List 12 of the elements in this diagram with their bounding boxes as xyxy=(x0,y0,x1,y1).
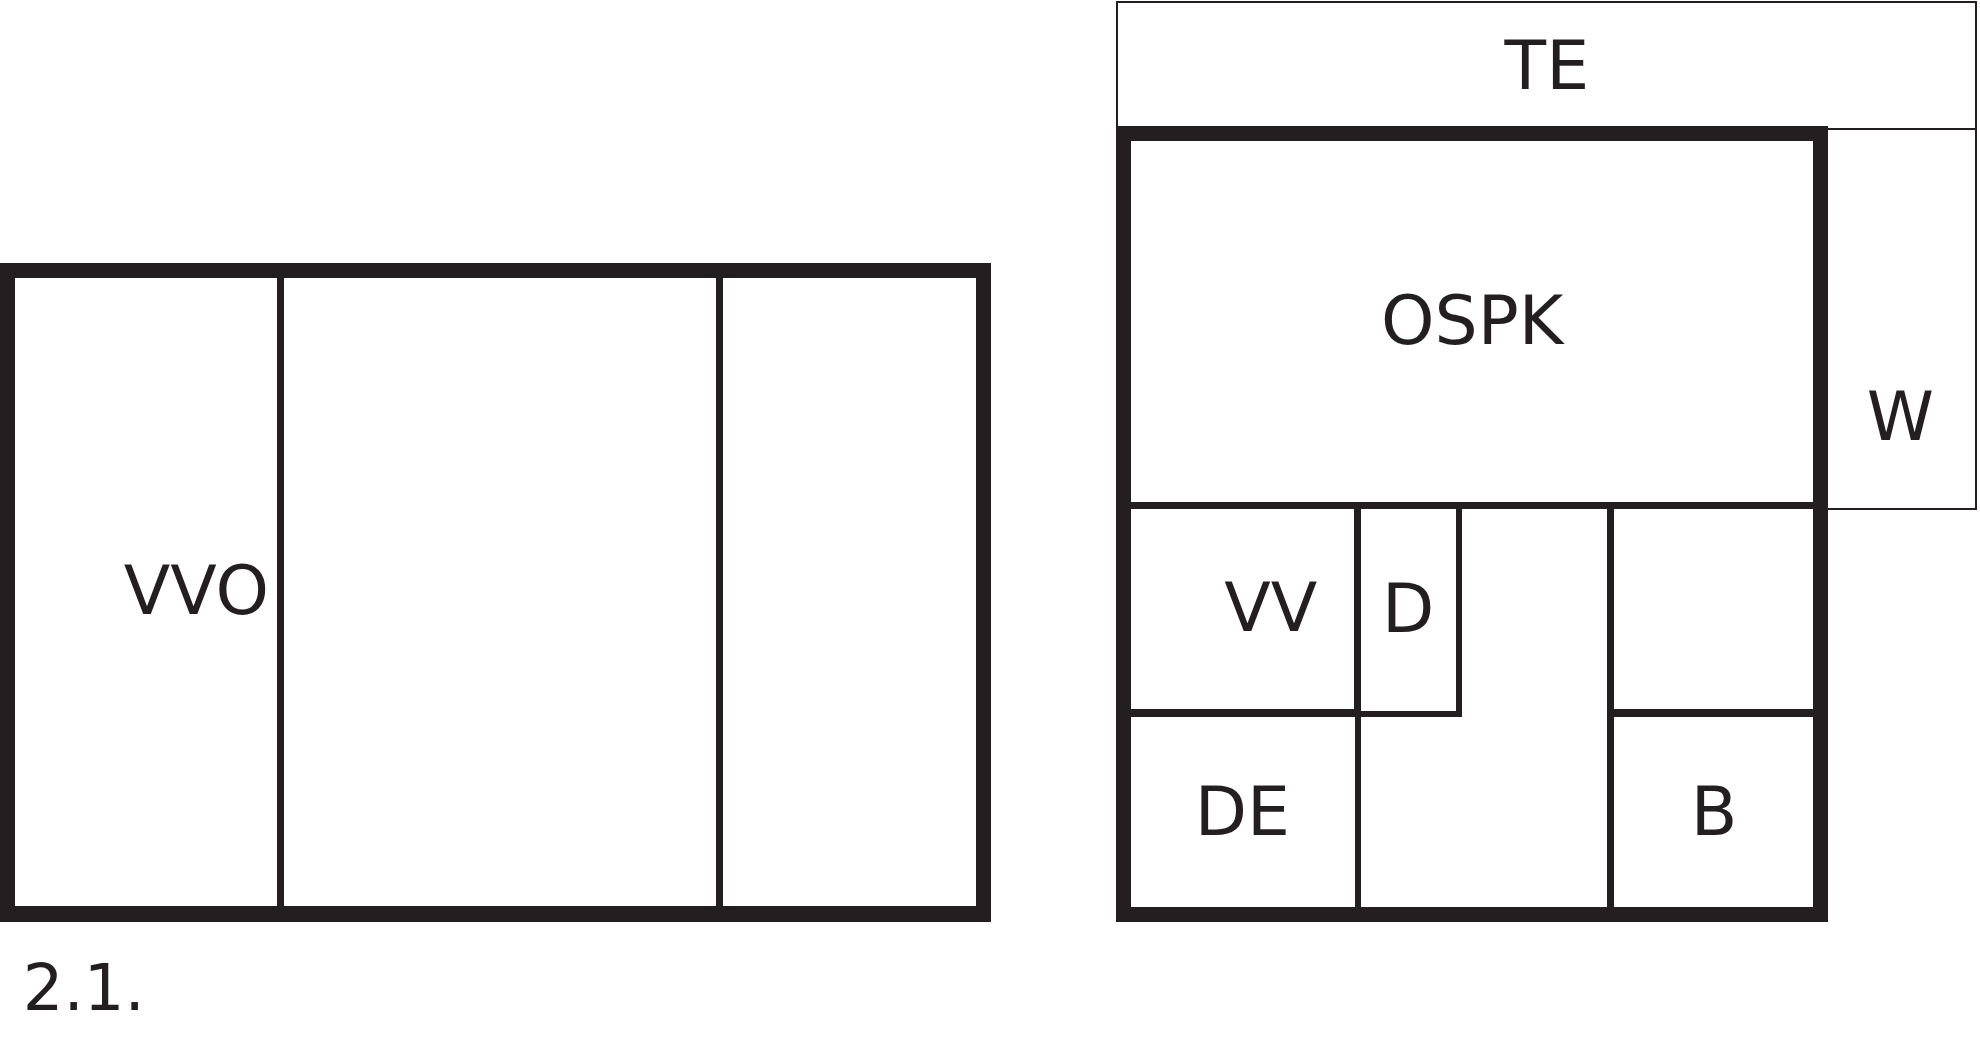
zone-box xyxy=(1116,1,1978,131)
room-label: B xyxy=(1690,778,1738,847)
room-label: TE xyxy=(1504,31,1590,100)
room-label: D xyxy=(1381,575,1435,644)
frame-box xyxy=(1116,126,1829,922)
room-label: VVO xyxy=(123,556,270,625)
room-label: VV xyxy=(1224,574,1318,643)
room-label: DE xyxy=(1194,778,1291,847)
room-label: OSPK xyxy=(1381,287,1564,356)
room-label: W xyxy=(1866,383,1935,452)
frame-box xyxy=(0,262,992,922)
figure-number: 2.1. xyxy=(22,955,145,1020)
